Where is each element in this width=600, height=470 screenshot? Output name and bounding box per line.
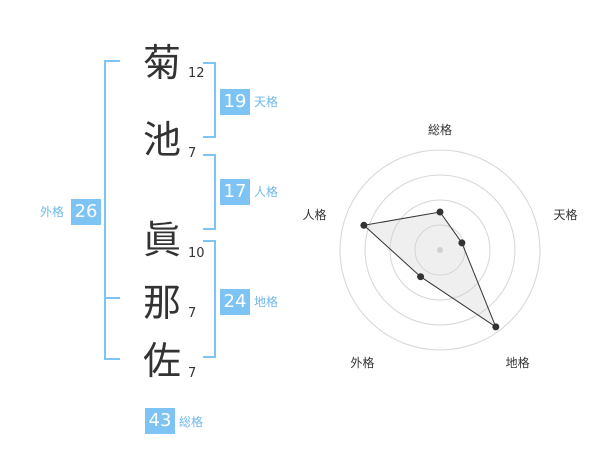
soukaku-label: 総格: [179, 415, 204, 429]
radar-point: [492, 323, 500, 331]
radar-axis-label: 人格: [302, 208, 327, 223]
chikaku-badge: 24: [220, 289, 250, 315]
radar-center: [437, 247, 443, 253]
jinkaku-label: 人格: [254, 185, 279, 199]
stroke-count: 7: [188, 146, 197, 161]
tenkaku-badge: 19: [220, 89, 250, 115]
radar-ring: [364, 174, 516, 326]
gaikaku-bracket: [104, 60, 120, 360]
radar-point: [360, 221, 368, 229]
radar-axis-label: 天格: [553, 208, 578, 223]
radar-axis-label: 外格: [350, 355, 375, 370]
radar-point: [458, 239, 466, 247]
radar-ring: [339, 149, 541, 351]
radar-point: [436, 208, 444, 216]
tenkaku-bracket: [203, 62, 216, 138]
radar-point: [417, 273, 425, 281]
name-char: 佐: [142, 339, 181, 383]
name-char: 眞: [142, 218, 181, 262]
name-char: 那: [142, 281, 181, 325]
name-char: 池: [142, 118, 181, 162]
radar-axis-label: 地格: [505, 355, 530, 370]
gaikaku-bracket-notch: [104, 297, 120, 299]
stroke-count: 12: [188, 66, 205, 81]
tenkaku-label: 天格: [254, 95, 279, 109]
stroke-count: 10: [188, 246, 205, 261]
jinkaku-bracket: [203, 154, 216, 230]
radar-series-polygon: [362, 211, 497, 329]
radar-ring: [389, 199, 491, 301]
soukaku-badge: 43: [145, 408, 175, 434]
jinkaku-badge: 17: [220, 179, 250, 205]
radar-axis-label: 総格: [427, 123, 453, 137]
gaikaku-badge: 26: [71, 199, 101, 225]
chikaku-bracket: [203, 240, 216, 358]
gaikaku-label: 外格: [40, 205, 65, 219]
radar-ring: [414, 224, 466, 276]
name-char: 菊: [142, 41, 181, 85]
stroke-count: 7: [188, 366, 197, 381]
chikaku-label: 地格: [254, 295, 279, 309]
stroke-count: 7: [188, 306, 197, 321]
